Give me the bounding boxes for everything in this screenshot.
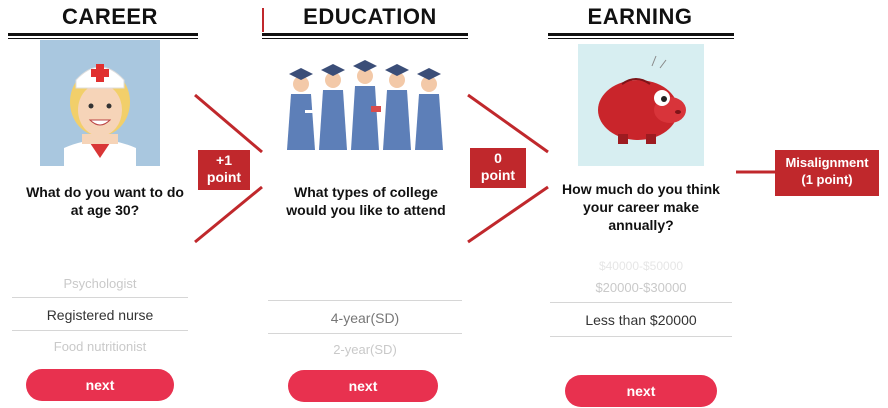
misalignment-points: (1 point) <box>801 172 853 187</box>
nurse-illustration <box>40 40 160 166</box>
score-career-unit: point <box>206 169 242 185</box>
arrow-line-lower-1 <box>194 185 263 244</box>
education-red-bar <box>262 8 264 32</box>
graduates-illustration <box>285 54 445 154</box>
education-picker-divider-top <box>268 300 462 301</box>
education-rule-bottom <box>262 38 468 39</box>
graduates-icon <box>287 60 443 150</box>
career-option-food-nutritionist[interactable]: Food nutritionist <box>53 339 147 354</box>
education-option-4-year[interactable]: 4-year(SD) <box>330 310 400 326</box>
career-question-line-1: What do you want to do <box>26 184 184 200</box>
career-picker-divider-top <box>12 297 188 298</box>
earning-question-line-3: annually? <box>608 217 674 233</box>
earning-question: How much do you think your career make a… <box>548 180 734 234</box>
score-badge-career: +1 point <box>198 150 250 190</box>
piggy-bank-icon <box>598 55 686 144</box>
education-question-line-1: What types of college <box>294 184 438 200</box>
career-question: What do you want to do at age 30? <box>10 183 200 219</box>
education-question: What types of college would you like to … <box>266 183 466 219</box>
misalignment-label: Misalignment <box>785 155 869 170</box>
earning-picker-divider-top <box>550 302 732 303</box>
earning-heading: EARNING <box>587 4 693 29</box>
education-rule-top <box>262 33 468 36</box>
score-education-value: 0 <box>494 150 502 166</box>
earning-question-line-2: your career make <box>583 199 699 215</box>
career-rule-bottom <box>8 38 198 39</box>
earning-next-button[interactable]: next <box>565 375 717 407</box>
career-heading: CAREER <box>62 4 158 29</box>
career-option-psychologist[interactable]: Psychologist <box>63 276 137 291</box>
career-picker-divider-bottom <box>12 330 188 331</box>
piggy-bank-illustration <box>578 44 704 166</box>
earning-picker-divider-bottom <box>550 336 732 337</box>
earning-option-less-than-20000[interactable]: Less than $20000 <box>585 312 697 328</box>
arrow-line-lower-2 <box>467 185 549 244</box>
earning-question-line-1: How much do you think <box>562 181 720 197</box>
education-question-line-2: would you like to attend <box>286 202 446 218</box>
career-question-line-2: at age 30? <box>70 202 140 218</box>
earning-rule-top <box>548 33 734 36</box>
arrow-line-upper-2 <box>467 93 549 154</box>
career-rule-top <box>8 33 198 36</box>
score-badge-education: 0 point <box>470 148 526 188</box>
nurse-icon <box>64 64 136 166</box>
education-picker-divider-bottom <box>268 333 462 334</box>
education-option-2-year[interactable]: 2-year(SD) <box>333 342 397 357</box>
earning-option-20000-30000[interactable]: $20000-$30000 <box>595 280 687 295</box>
arrow-line-upper-1 <box>194 93 263 154</box>
career-option-registered-nurse[interactable]: Registered nurse <box>46 307 154 323</box>
earning-rule-bottom <box>548 38 734 39</box>
earning-option-40000-50000[interactable]: $40000-$50000 <box>598 259 684 271</box>
education-next-button[interactable]: next <box>288 370 438 402</box>
score-education-unit: point <box>480 167 516 183</box>
misalignment-badge: Misalignment (1 point) <box>775 150 879 196</box>
score-career-value: +1 <box>216 152 232 168</box>
education-heading: EDUCATION <box>303 4 437 29</box>
career-next-button[interactable]: next <box>26 369 174 401</box>
